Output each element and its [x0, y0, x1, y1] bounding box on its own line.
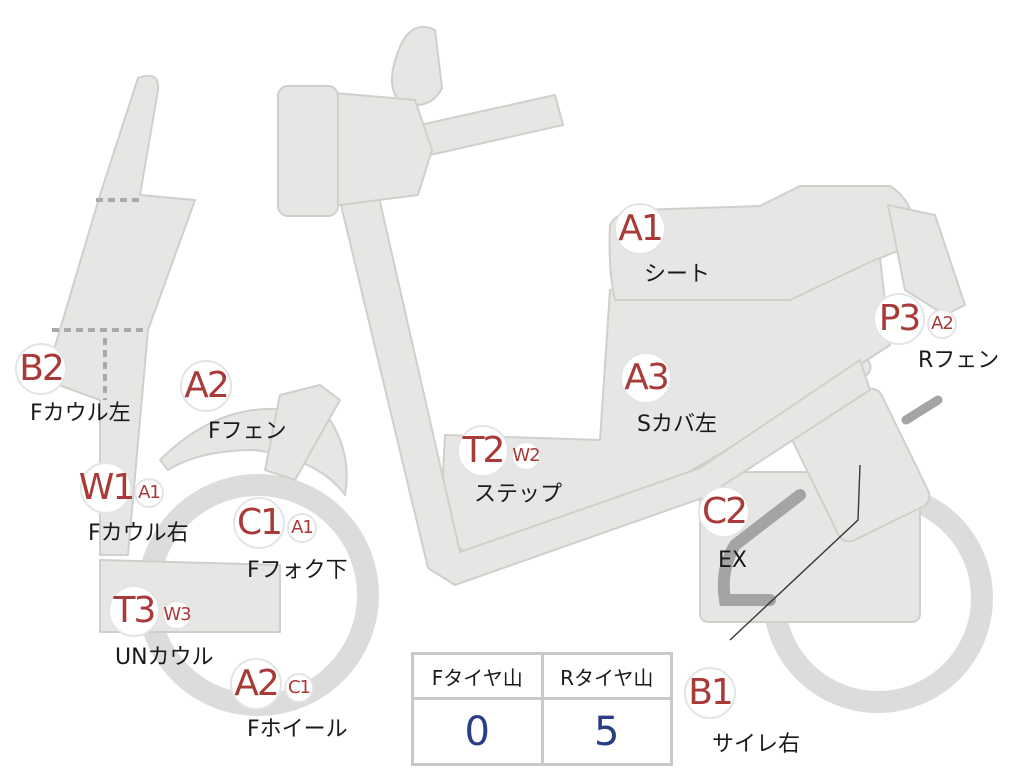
- code-badge: C1: [233, 497, 285, 549]
- part-label-side-cover-left: Sカバ左: [637, 412, 717, 437]
- front-fork: [264, 384, 341, 481]
- code-badge: A1: [614, 203, 666, 255]
- part-label-muffler-right: サイレ右: [712, 732, 801, 757]
- code-badge: C2: [698, 486, 750, 538]
- code-badge: A3: [620, 352, 672, 404]
- mirror-box: [277, 85, 339, 217]
- table-value-row: 0 5: [411, 697, 673, 766]
- code-badge: P3: [873, 293, 925, 345]
- header-front-tire: Fタイヤ山: [411, 652, 544, 700]
- table-header-row: Fタイヤ山 Rタイヤ山: [411, 652, 673, 700]
- value-front-tire: 0: [411, 697, 544, 766]
- code-badge: B1: [684, 667, 736, 719]
- part-label-f-cowl-left: Fカウル左: [30, 401, 131, 426]
- code-badge: W3: [162, 600, 192, 630]
- code-badge: A2: [230, 658, 282, 710]
- code-badge: T2: [457, 425, 509, 477]
- code-badge: A2: [927, 309, 957, 339]
- part-label-under-cowl: UNカウル: [115, 645, 214, 670]
- headlight: [391, 25, 443, 106]
- part-label-f-cowl-right: Fカウル右: [88, 521, 189, 546]
- exhaust-pipe: [717, 489, 806, 606]
- code-badge: W2: [511, 441, 541, 471]
- code-badge: B2: [15, 343, 67, 395]
- part-label-seat: シート: [644, 262, 711, 287]
- rear-cover: [887, 204, 966, 316]
- part-label-f-fork-lower: Fフォク下: [247, 558, 348, 583]
- code-badge: T3: [108, 585, 160, 637]
- part-label-f-wheel: Fホイール: [247, 717, 348, 742]
- part-label-exhaust: EX: [718, 548, 747, 573]
- code-badge: A1: [134, 478, 164, 508]
- part-label-f-fender: Fフェン: [208, 419, 287, 444]
- code-badge: C1: [284, 673, 314, 703]
- shock-rod: [901, 395, 943, 425]
- front-cowl: [44, 74, 196, 556]
- handlebar: [419, 94, 564, 156]
- part-label-step: ステップ: [474, 482, 563, 507]
- leader-line: [729, 464, 861, 641]
- header-rear-tire: Rタイヤ山: [540, 652, 673, 700]
- code-badge: W1: [79, 462, 135, 514]
- part-label-r-fender: Rフェン: [918, 348, 1000, 373]
- code-badge: A2: [180, 360, 232, 412]
- floor-frame: [334, 179, 871, 586]
- value-rear-tire: 5: [540, 697, 673, 766]
- tire-tread-table: Fタイヤ山 Rタイヤ山 0 5: [411, 652, 673, 766]
- code-badge: A1: [287, 513, 317, 543]
